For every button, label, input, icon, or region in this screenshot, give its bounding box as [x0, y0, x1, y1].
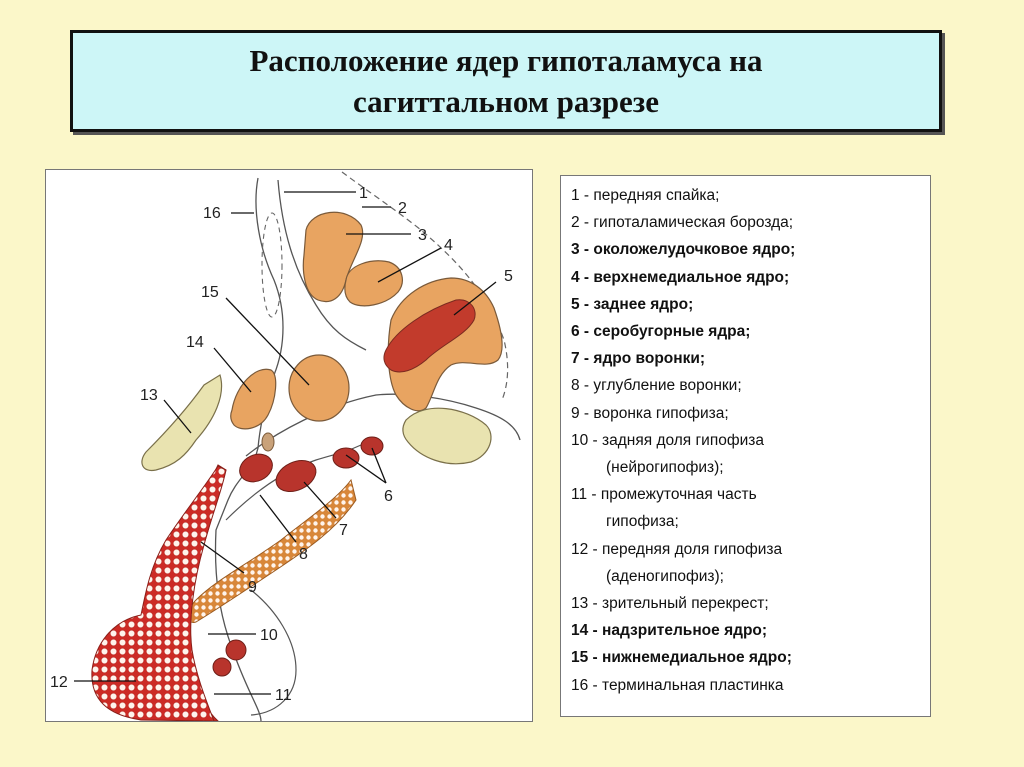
- leader-line-4: [377, 247, 442, 283]
- supraoptic-nucleus: [230, 368, 277, 430]
- label-10: 10: [260, 627, 278, 644]
- legend-item: (нейрогипофиз);: [606, 459, 724, 477]
- legend-item: 6 - серобугорные ядра;: [571, 323, 751, 341]
- leader-line-14: [213, 347, 252, 393]
- lamina-terminalis-oval: [261, 212, 283, 318]
- label-3: 3: [418, 227, 427, 244]
- legend-item: 13 - зрительный перекрест;: [571, 595, 769, 613]
- label-16: 16: [203, 205, 221, 222]
- leader-line-7: [303, 481, 337, 519]
- legend-item: 2 - гипоталамическая борозда;: [571, 214, 794, 232]
- neurohypophysis-nucleus-b: [212, 657, 232, 677]
- hypothalamus-diagram: 1 2 3 4 5 6 7 8 9 10 11 12 13 14 15 16: [45, 169, 533, 722]
- legend-item: 12 - передняя доля гипофиза: [571, 540, 783, 558]
- label-9: 9: [248, 579, 257, 596]
- leader-line-8: [259, 494, 297, 543]
- legend-item: 4 - верхнемедиальное ядро;: [571, 268, 790, 286]
- label-13: 13: [140, 387, 158, 404]
- legend-panel: 1 - передняя спайка; 2 - гипоталамическая…: [560, 175, 931, 717]
- label-14: 14: [186, 334, 204, 351]
- legend-item: 15 - нижнемедиальное ядро;: [571, 649, 792, 667]
- neurohypophysis-nucleus-a: [225, 639, 247, 661]
- label-5: 5: [504, 268, 513, 285]
- legend-item: 9 - воронка гипофиза;: [571, 404, 729, 422]
- label-1: 1: [359, 185, 368, 202]
- mammillary-body: [402, 407, 492, 465]
- leader-line-6a: [345, 454, 387, 484]
- leader-line-6b: [371, 447, 387, 484]
- legend-item: гипофиза;: [606, 513, 679, 531]
- label-6: 6: [384, 488, 393, 505]
- leader-line-13: [163, 399, 192, 434]
- leader-line-15: [225, 297, 310, 386]
- dorsomedial-nucleus: [344, 260, 403, 307]
- label-4: 4: [444, 237, 453, 254]
- label-2: 2: [398, 200, 407, 217]
- legend-item: 14 - надзрительное ядро;: [571, 622, 768, 640]
- label-15: 15: [201, 284, 219, 301]
- legend-item: 7 - ядро воронки;: [571, 350, 706, 368]
- title-box: Расположение ядер гипоталамуса на сагитт…: [70, 30, 942, 132]
- tuberal-nucleus-c: [360, 436, 384, 456]
- label-11: 11: [275, 687, 292, 704]
- posterior-outline: [277, 179, 367, 351]
- posterior-nucleus-core: [383, 299, 476, 373]
- leader-line-5: [453, 281, 497, 316]
- legend-item: 11 - промежуточная часть: [571, 486, 757, 504]
- neurohypophysis-outline: [250, 589, 297, 716]
- legend-item: 3 - околожелудочковое ядро;: [571, 241, 796, 259]
- label-7: 7: [339, 522, 348, 539]
- legend-list: 1 - передняя спайка; 2 - гипоталамическая…: [571, 182, 930, 699]
- legend-item: 10 - задняя доля гипофиза: [571, 431, 764, 449]
- legend-item: 5 - заднее ядро;: [571, 295, 694, 313]
- legend-item: 8 - углубление воронки;: [571, 377, 742, 395]
- adenohypophysis: [91, 465, 227, 721]
- legend-item: 16 - терминальная пластинка: [571, 676, 784, 694]
- slide-title-line-1: Расположение ядер гипоталамуса на: [249, 43, 763, 78]
- small-nucleus: [261, 432, 275, 452]
- tuberal-nucleus-b: [332, 447, 360, 469]
- leader-line-9: [200, 541, 245, 574]
- label-12: 12: [50, 674, 68, 691]
- label-8: 8: [299, 546, 308, 563]
- optic-chiasm: [141, 374, 223, 472]
- hypothalamic-sulcus: [341, 171, 509, 401]
- leader-lines: [74, 191, 497, 695]
- slide-title-line-2: сагиттальном разрезе: [352, 84, 660, 119]
- legend-item: (аденогипофиз);: [606, 567, 724, 585]
- diagram-svg: 1 2 3 4 5 6 7 8 9 10 11 12 13 14 15 16: [50, 171, 521, 721]
- tuberal-nucleus-a: [239, 453, 273, 483]
- legend-item: 1 - передняя спайка;: [571, 187, 720, 204]
- ventromedial-nucleus: [288, 354, 350, 422]
